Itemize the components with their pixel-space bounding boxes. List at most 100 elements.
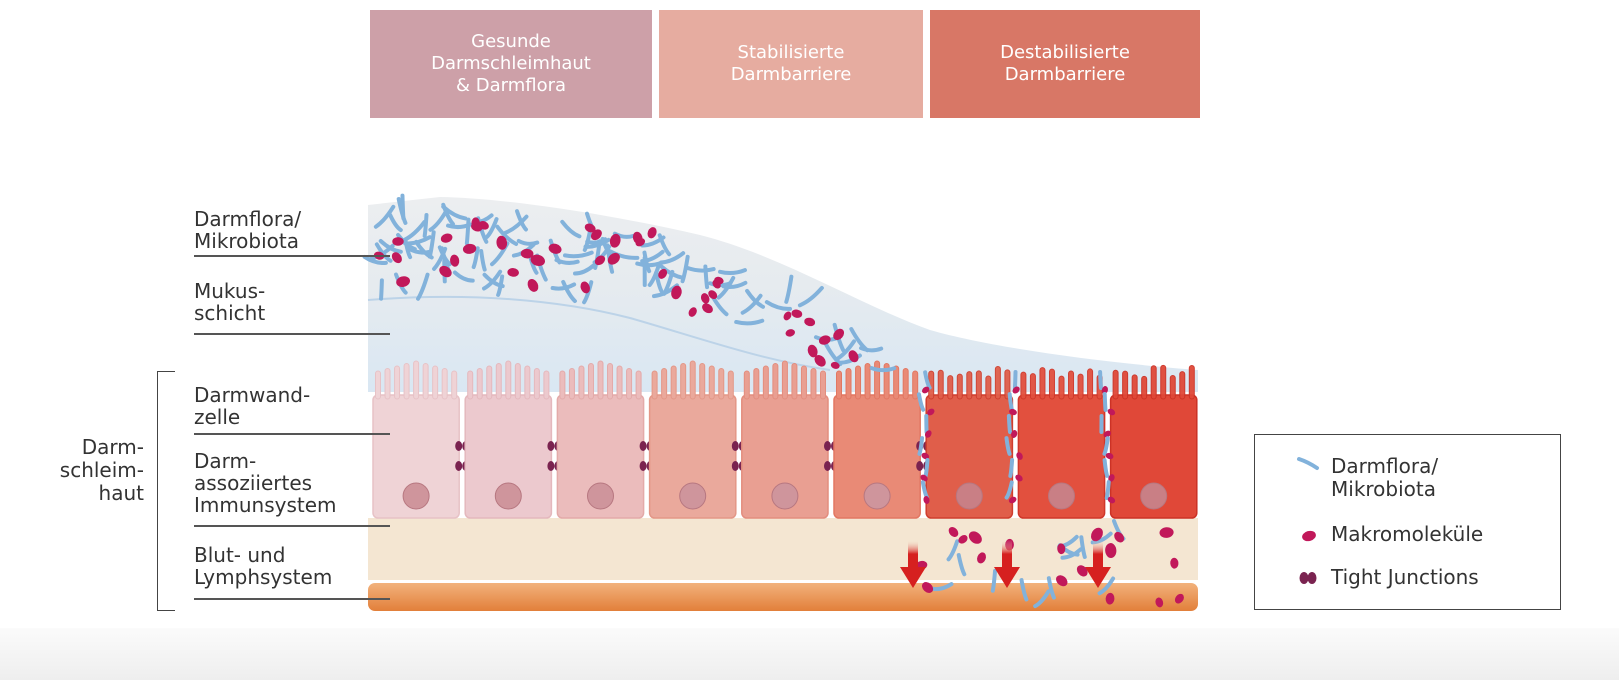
microvillus: [423, 364, 428, 400]
cell-nucleus: [1141, 483, 1167, 509]
microvillus: [671, 366, 676, 399]
microvillus: [782, 361, 787, 399]
legend-label-darmflora: Darmflora/ Mikrobiota: [1331, 455, 1438, 501]
cell-nucleus: [495, 483, 521, 509]
microvillus: [1142, 376, 1147, 399]
microvillus: [662, 369, 667, 400]
microvillus: [1161, 365, 1166, 399]
microvillus: [894, 366, 899, 399]
epithelial-cell: [557, 361, 643, 518]
microvillus: [1078, 374, 1083, 399]
macromolecule: [392, 237, 403, 246]
microvillus: [1151, 366, 1156, 399]
label-darmschleimhaut: Darm- schleim- haut: [40, 436, 144, 505]
cell-nucleus: [772, 483, 798, 509]
microvillus: [801, 366, 806, 399]
microvillus: [395, 366, 400, 399]
microvillus: [1049, 369, 1054, 399]
microvillus: [1123, 371, 1128, 399]
label-darmwandzelle: Darmwand- zelle: [194, 384, 310, 428]
leak-arrow-shaft: [1093, 540, 1103, 568]
bacteria-rod: [926, 460, 928, 476]
microvillus: [598, 361, 603, 399]
microvillus: [700, 364, 705, 400]
microvillus: [487, 366, 492, 399]
bacteria-rod: [993, 571, 995, 591]
microvillus: [821, 371, 826, 399]
microvillus: [837, 371, 842, 399]
cell-nucleus: [956, 483, 982, 509]
microvillus: [754, 369, 759, 400]
microvillus: [744, 371, 749, 399]
microvillus: [588, 364, 593, 400]
epithelial-cell: [373, 361, 459, 518]
immune-system-band: [368, 518, 1198, 580]
microvillus: [903, 369, 908, 400]
microvillus: [477, 369, 482, 400]
bacteria-rod: [402, 196, 403, 219]
bacteria-rod: [1100, 372, 1101, 388]
legend: Darmflora/ Mikrobiota Makromoleküle Tigh…: [1254, 434, 1561, 610]
bacteria-rod: [1015, 372, 1016, 388]
microvillus: [534, 369, 539, 400]
legend-label-tight-junctions: Tight Junctions: [1331, 566, 1479, 589]
microvillus: [719, 369, 724, 400]
bacteria-rod: [1107, 482, 1109, 498]
microvillus: [1059, 376, 1064, 399]
microvillus: [376, 371, 381, 399]
cell-nucleus: [864, 483, 890, 509]
microvillus: [709, 366, 714, 399]
macromolecule-icon: [1297, 526, 1321, 546]
label-darmflora: Darmflora/ Mikrobiota: [194, 208, 301, 252]
bacteria-rod: [872, 368, 895, 370]
microvillus: [948, 376, 953, 399]
label-immunsystem: Darm- assoziiertes Immunsystem: [194, 450, 337, 516]
microvillus: [544, 371, 549, 399]
epithelial-cell: [650, 361, 736, 518]
leader-line-darmflora: [194, 255, 390, 257]
microvillus: [525, 366, 530, 399]
microvillus: [995, 366, 1000, 399]
bacteria-rod: [1010, 394, 1012, 410]
microvillus: [1180, 372, 1185, 399]
tight-junction-part: [732, 441, 739, 451]
microvillus: [433, 366, 438, 399]
tight-junction-icon: [1295, 568, 1321, 588]
microvillus: [773, 364, 778, 400]
leader-line-mukus: [194, 333, 390, 335]
cell-nucleus: [588, 483, 614, 509]
bacteria-rod: [381, 280, 382, 298]
tight-junction-part: [640, 441, 647, 451]
microvillus: [1113, 370, 1118, 399]
leak-arrow-shaft: [908, 540, 918, 568]
bacteria-rod: [1010, 460, 1012, 476]
microvillus: [681, 364, 686, 400]
microvillus: [652, 371, 657, 399]
cell-nucleus: [403, 483, 429, 509]
label-mukus: Mukus- schicht: [194, 280, 265, 324]
microvillus: [496, 364, 501, 400]
microvillus: [967, 372, 972, 399]
microvillus: [976, 371, 981, 399]
microvillus: [515, 364, 520, 400]
blood-lymph-band: [368, 583, 1198, 611]
microvillus: [414, 361, 419, 399]
leader-line-darmwandzelle: [194, 433, 390, 435]
microvillus: [811, 369, 816, 400]
microvillus: [938, 370, 943, 399]
tight-junction-part: [547, 461, 554, 471]
epithelial-cell: [1018, 368, 1104, 518]
epithelial-cell: [926, 366, 1012, 518]
microvillus: [792, 364, 797, 400]
tight-junction-part: [824, 441, 831, 451]
microvillus: [442, 369, 447, 400]
leader-line-immunsystem: [194, 525, 390, 527]
microvillus: [1170, 376, 1175, 399]
tight-junction-part: [455, 461, 462, 471]
cell-nucleus: [680, 483, 706, 509]
epithelial-cell: [834, 361, 920, 518]
bacteria-rod: [1105, 394, 1106, 410]
tight-junction-part: [732, 461, 739, 471]
microvillus: [690, 361, 695, 399]
microvillus: [468, 371, 473, 399]
